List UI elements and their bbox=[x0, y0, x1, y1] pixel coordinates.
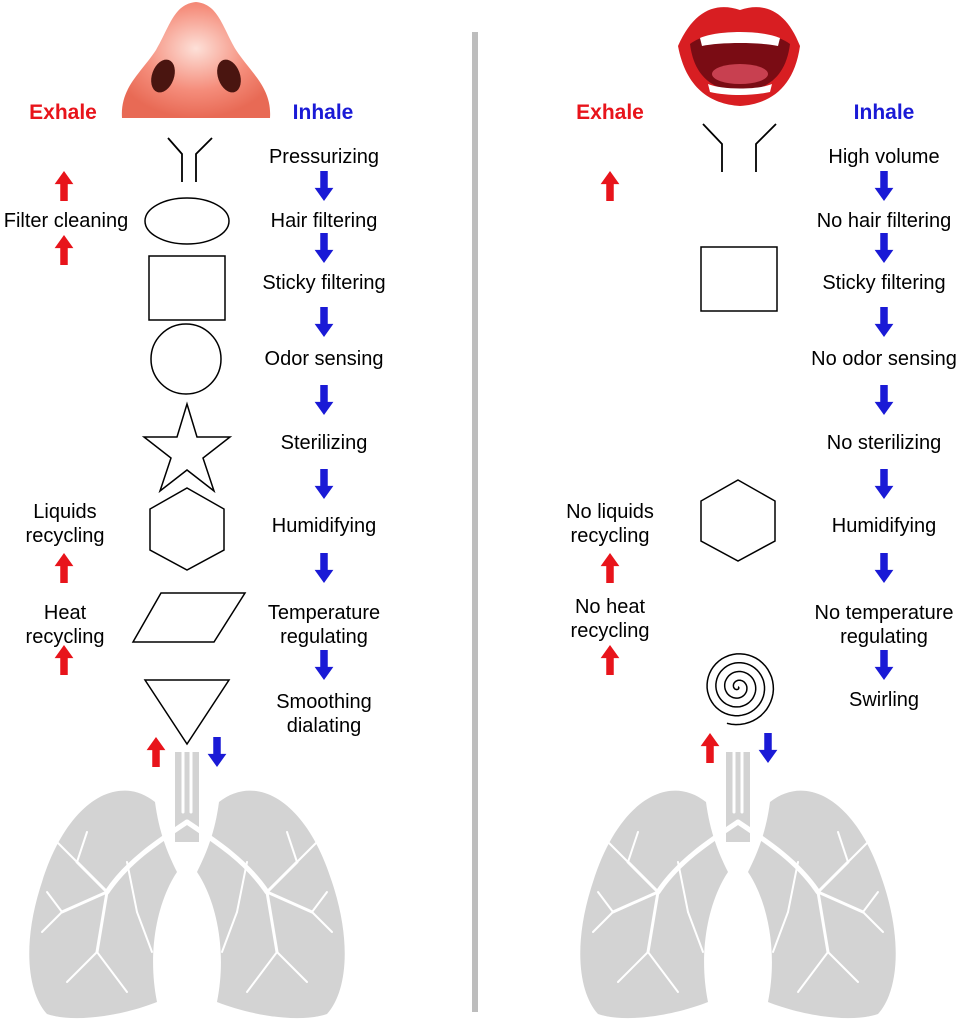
exhale-up-arrow-icon bbox=[54, 645, 74, 675]
exhale-up-arrow-icon bbox=[600, 553, 620, 583]
inhale-down-arrow-icon bbox=[314, 650, 334, 680]
mouth-exhale-step: No heat recycling bbox=[570, 596, 650, 642]
exhale-up-arrow-icon bbox=[600, 171, 620, 201]
inhale-down-arrow-icon bbox=[758, 733, 778, 763]
mouth-inhale-step: Humidifying bbox=[831, 515, 937, 537]
inhale-down-arrow-icon bbox=[314, 553, 334, 583]
mouth-inhale-step: No hair filtering bbox=[816, 210, 952, 232]
exhale-up-arrow-icon bbox=[146, 737, 166, 767]
nose-exhale-header: Exhale bbox=[29, 101, 97, 124]
nose-exhale-step: Filter cleaning bbox=[3, 210, 129, 232]
inhale-down-arrow-icon bbox=[874, 171, 894, 201]
exhale-up-arrow-icon bbox=[600, 645, 620, 675]
inhale-down-arrow-icon bbox=[874, 233, 894, 263]
inhale-down-arrow-icon bbox=[874, 385, 894, 415]
square-shape-icon bbox=[700, 246, 778, 312]
inhale-down-arrow-icon bbox=[314, 385, 334, 415]
star-shape-icon bbox=[141, 401, 233, 494]
nose-inhale-step: Odor sensing bbox=[264, 348, 384, 370]
nose-inhale-step: Sticky filtering bbox=[262, 272, 386, 294]
nasal-airway-icon bbox=[167, 137, 213, 182]
oral-airway-icon bbox=[702, 123, 777, 172]
mouth-inhale-step: No temperature regulating bbox=[814, 602, 954, 648]
mouth-inhale-step: Swirling bbox=[848, 689, 920, 711]
nose-inhale-step: Temperature regulating bbox=[267, 602, 381, 648]
inhale-down-arrow-icon bbox=[207, 737, 227, 767]
inhale-down-arrow-icon bbox=[314, 171, 334, 201]
mouth-process-shapes bbox=[700, 246, 778, 726]
inhale-down-arrow-icon bbox=[874, 307, 894, 337]
lungs-icon bbox=[29, 750, 345, 1019]
exhale-up-arrow-icon bbox=[54, 553, 74, 583]
ellipse-shape-icon bbox=[144, 197, 230, 245]
spiral-icon bbox=[706, 653, 775, 726]
hexagon-shape-icon bbox=[700, 479, 776, 562]
nose-exhale-step: Liquids recycling bbox=[25, 501, 105, 547]
triangle-shape-icon bbox=[143, 679, 231, 746]
inhale-down-arrow-icon bbox=[314, 469, 334, 499]
nose-inhale-step: Hair filtering bbox=[270, 210, 378, 232]
parallelogram-shape-icon bbox=[131, 592, 247, 643]
nose-inhale-step: Humidifying bbox=[271, 515, 377, 537]
nose-icon bbox=[121, 2, 271, 118]
mouth-inhale-step: High volume bbox=[828, 146, 940, 168]
mouth-exhale-step: No liquids recycling bbox=[566, 501, 654, 547]
nose-inhale-step: Smoothing dialating bbox=[276, 691, 372, 737]
mouth-inhale-step: Sticky filtering bbox=[822, 272, 946, 294]
hexagon-shape-icon bbox=[149, 487, 225, 571]
lungs-icon bbox=[580, 750, 896, 1019]
exhale-up-arrow-icon bbox=[700, 733, 720, 763]
inhale-down-arrow-icon bbox=[874, 553, 894, 583]
exhale-up-arrow-icon bbox=[54, 171, 74, 201]
circle-shape-icon bbox=[150, 323, 222, 395]
square-shape-icon bbox=[148, 255, 226, 321]
inhale-down-arrow-icon bbox=[874, 469, 894, 499]
inhale-down-arrow-icon bbox=[874, 650, 894, 680]
nose-exhale-step: Heat recycling bbox=[25, 602, 105, 648]
nose-inhale-header: Inhale bbox=[292, 101, 354, 124]
mouth-inhale-step: No sterilizing bbox=[826, 432, 942, 454]
mouth-icon bbox=[678, 7, 800, 106]
exhale-up-arrow-icon bbox=[54, 235, 74, 265]
mouth-inhale-header: Inhale bbox=[853, 101, 915, 124]
nose-inhale-step: Sterilizing bbox=[280, 432, 368, 454]
mouth-exhale-header: Exhale bbox=[576, 101, 644, 124]
inhale-down-arrow-icon bbox=[314, 233, 334, 263]
mouth-inhale-step: No odor sensing bbox=[811, 348, 957, 370]
nose-inhale-step: Pressurizing bbox=[268, 146, 380, 168]
nose-process-shapes bbox=[131, 197, 247, 746]
inhale-down-arrow-icon bbox=[314, 307, 334, 337]
panel-divider bbox=[472, 32, 478, 1012]
